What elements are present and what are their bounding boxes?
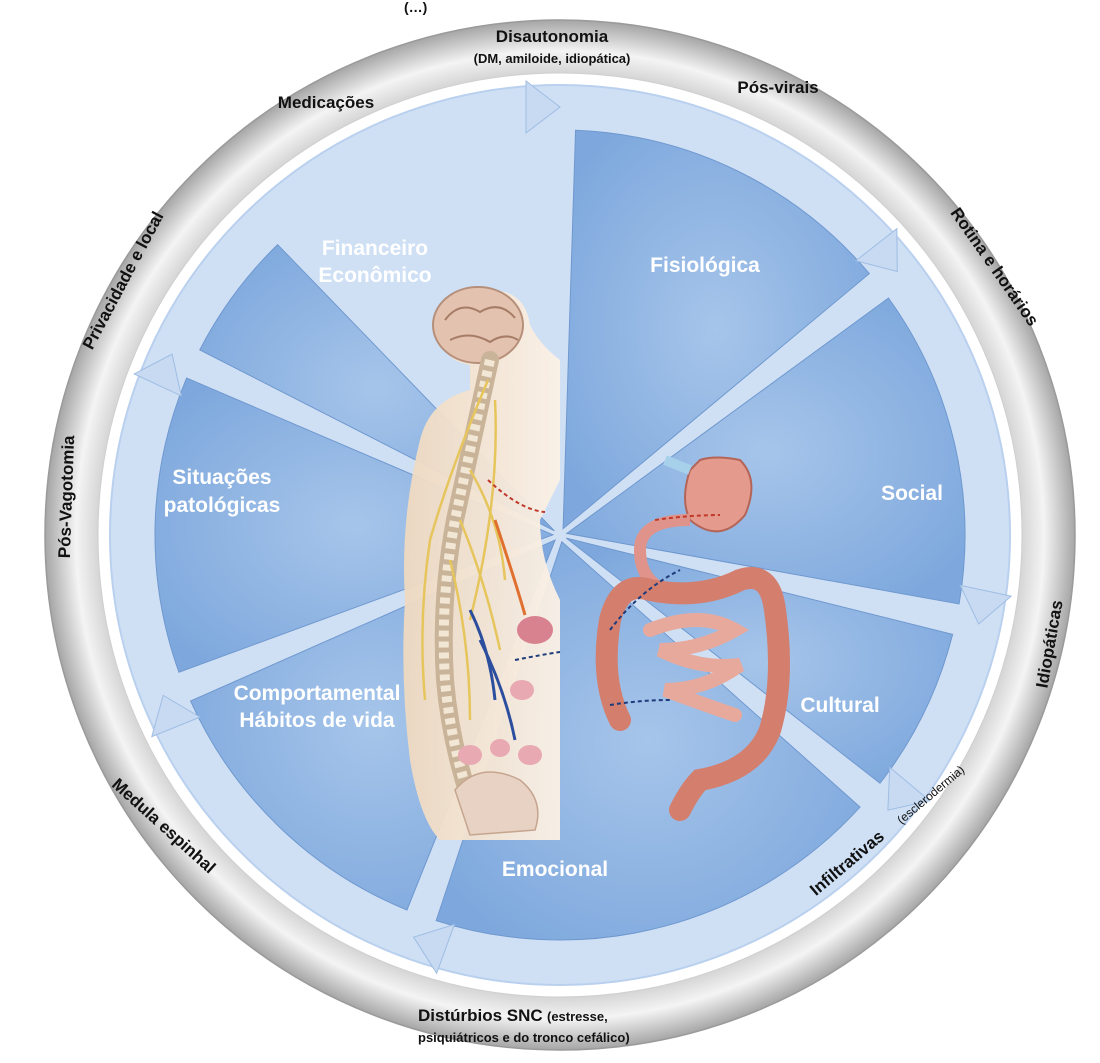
segment-label-social: Social	[881, 482, 943, 505]
ring-label-disautonomia: Disautonomia	[496, 27, 609, 46]
ring-label-snc-sub2: psiquiátricos e do tronco cefálico)	[418, 1030, 630, 1045]
organ-kidney	[517, 616, 553, 644]
segment-label-fisiologica: Fisiológica	[650, 254, 760, 277]
organ-dot-3	[490, 739, 510, 757]
organ-dot-2	[458, 745, 482, 765]
segment-label-emocional: Emocional	[502, 858, 608, 881]
brain	[433, 287, 523, 363]
organ-dot-4	[518, 745, 542, 765]
segment-label-financeiro-1: Financeiro	[322, 237, 428, 260]
segment-label-situacoes-2: patológicas	[164, 494, 281, 517]
top-fragment-text: (…)	[404, 0, 427, 15]
ring-label-snc-title: Distúrbios SNC	[418, 1006, 543, 1025]
stomach	[685, 458, 751, 532]
ring-label-medicacoes: Medicações	[278, 93, 374, 112]
segment-label-financeiro-2: Econômico	[318, 264, 431, 287]
ring-label-pos-virais: Pós-virais	[737, 78, 818, 97]
segment-label-cultural: Cultural	[800, 694, 879, 717]
segment-label-comportamental-1: Comportamental	[234, 682, 401, 705]
segment-label-comportamental-2: Hábitos de vida	[239, 709, 395, 732]
ring-label-snc-sub1: (estresse,	[547, 1009, 608, 1024]
organ-dot-1	[510, 680, 534, 700]
segment-label-situacoes-1: Situações	[172, 466, 271, 489]
ring-label-disautonomia-sub: (DM, amiloide, idiopática)	[474, 51, 631, 66]
